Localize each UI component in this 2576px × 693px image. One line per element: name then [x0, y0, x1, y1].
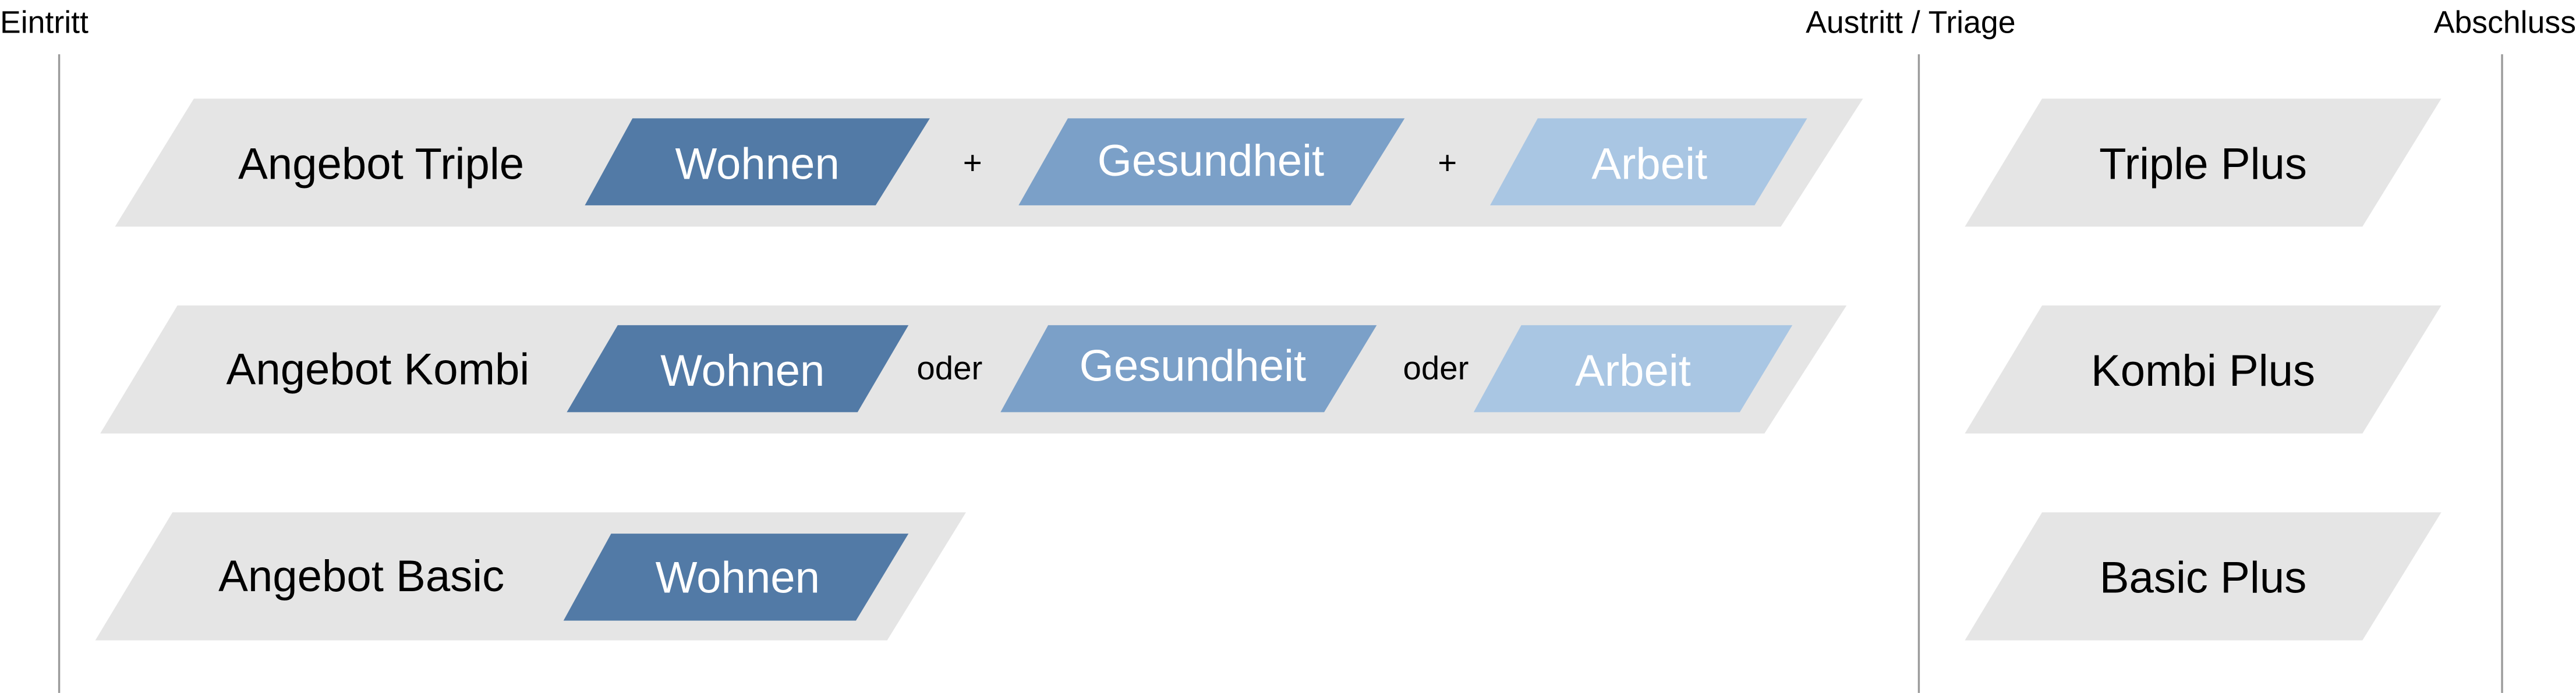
module-label: Wohnen — [656, 553, 820, 603]
plus-offer-basic: Basic Plus — [1965, 512, 2441, 641]
plus-label: Basic Plus — [2100, 553, 2307, 603]
offer-label: Angebot Basic — [218, 552, 504, 601]
phase-label-end: Abschluss — [2434, 5, 2576, 40]
module-wohnen — [567, 325, 909, 413]
module-label: Arbeit — [1575, 346, 1691, 396]
offer-band — [115, 98, 1863, 227]
plus-offer-triple: Triple Plus — [1965, 98, 2441, 227]
offer-row-basic: Angebot Basic Wohnen — [95, 512, 967, 641]
phase-label-start: Eintritt — [0, 5, 89, 40]
connector: oder — [1403, 350, 1469, 386]
phase-label-exit: Austritt / Triage — [1806, 5, 2015, 40]
module-arbeit — [1473, 325, 1793, 413]
module-gesundheit — [1018, 118, 1405, 205]
offer-band — [100, 305, 1847, 434]
plus-band — [1965, 512, 2441, 641]
module-arbeit — [1490, 118, 1807, 205]
plus-label: Triple Plus — [2099, 140, 2307, 189]
connector: + — [963, 144, 982, 181]
offer-label: Angebot Kombi — [227, 344, 530, 394]
connector: oder — [917, 350, 982, 386]
module-gesundheit — [1000, 325, 1377, 413]
plus-band — [1965, 305, 2441, 434]
module-label: Wohnen — [675, 140, 840, 189]
connector: + — [1438, 144, 1457, 181]
module-label: Gesundheit — [1098, 136, 1325, 186]
module-wohnen — [563, 534, 909, 621]
plus-band — [1965, 98, 2441, 227]
plus-label: Kombi Plus — [2091, 346, 2315, 396]
module-label: Gesundheit — [1080, 342, 1307, 391]
offer-row-kombi: Angebot Kombi Wohnen oder Gesundheit ode… — [100, 305, 1847, 434]
offer-label: Angebot Triple — [238, 140, 524, 189]
offer-row-triple: Angebot Triple Wohnen + Gesundheit + Arb… — [115, 98, 1863, 227]
module-label: Arbeit — [1591, 140, 1707, 189]
module-label: Wohnen — [660, 346, 825, 396]
module-wohnen — [585, 118, 930, 205]
plus-offer-kombi: Kombi Plus — [1965, 305, 2441, 434]
